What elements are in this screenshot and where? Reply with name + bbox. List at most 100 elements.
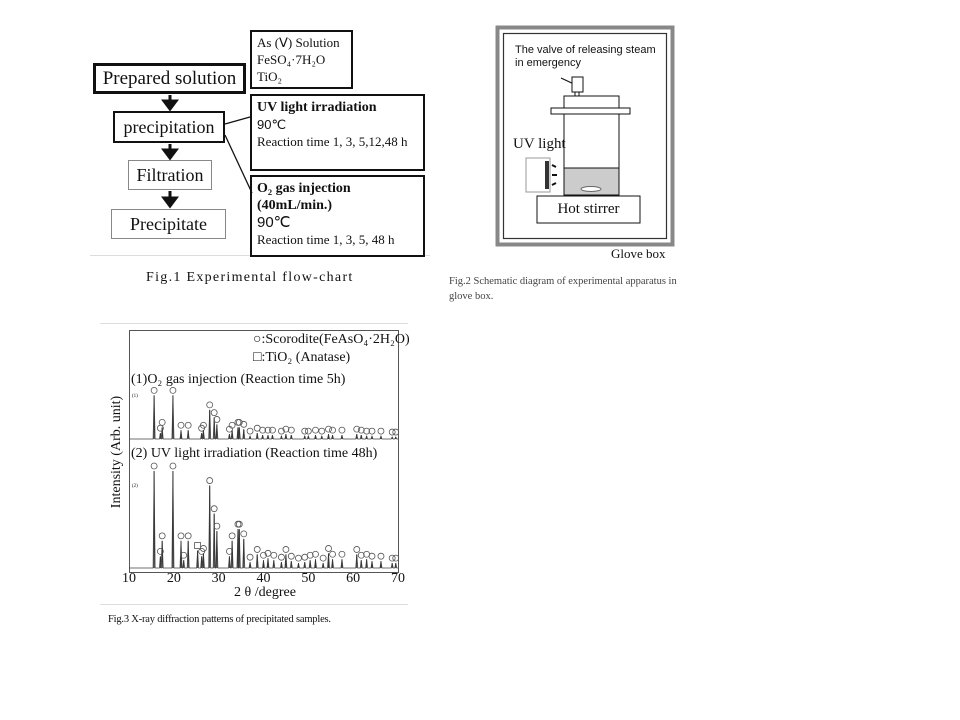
- scorodite-marker-icon: [329, 550, 336, 558]
- x-tick-label: 10: [122, 571, 136, 586]
- scorodite-marker-icon: [200, 421, 207, 429]
- glove-box-label: Glove box: [611, 246, 666, 261]
- scorodite-marker-icon: [269, 426, 276, 434]
- scorodite-marker-icon: [270, 551, 278, 559]
- scorodite-marker-icon: [287, 552, 295, 560]
- figure-1-caption: Fig.1 Experimental flow-chart: [146, 270, 354, 285]
- scorodite-marker-icon: [368, 552, 376, 560]
- plot-frame: [129, 330, 399, 573]
- series-2-tag: (2): [132, 484, 138, 489]
- scorodite-marker-icon: [264, 549, 272, 557]
- uv-temp: 90℃: [257, 117, 287, 132]
- scorodite-marker-icon: [282, 425, 290, 433]
- figure-3-bottom-rule: [100, 604, 408, 605]
- uv-condition-box: UV light irradiation 90℃ Reaction time 1…: [250, 94, 425, 171]
- scorodite-marker-icon: [377, 427, 385, 435]
- scorodite-marker-icon: [150, 462, 158, 470]
- scorodite-marker-icon: [304, 427, 312, 435]
- scorodite-marker-icon: [206, 477, 214, 484]
- scorodite-marker-icon: [282, 546, 290, 553]
- o2-title: O₂ gas injection: [257, 181, 351, 196]
- uv-lamp-icon: [545, 161, 549, 189]
- scorodite-marker-icon: [210, 505, 218, 513]
- glove-box-inner: [502, 32, 668, 240]
- scorodite-marker-icon: [259, 426, 267, 434]
- x-tick-label: 50: [301, 571, 316, 586]
- scorodite-marker-icon: [357, 426, 365, 434]
- solution-line: TiO₂: [257, 69, 283, 84]
- scorodite-marker-icon: [158, 532, 166, 540]
- filtration-box: Filtration: [128, 160, 212, 190]
- scorodite-marker-icon: [312, 550, 319, 558]
- scorodite-marker-icon: [235, 520, 243, 528]
- scorodite-marker-icon: [312, 426, 319, 434]
- scorodite-marker-icon: [156, 547, 164, 555]
- scorodite-marker-icon: [213, 416, 221, 423]
- solution-line: FeSO₄·7H₂O: [257, 52, 326, 67]
- scorodite-marker-icon: [210, 409, 218, 417]
- scorodite-marker-icon: [180, 551, 188, 559]
- hot-stirrer-label: Hot stirrer: [557, 201, 620, 217]
- scorodite-marker-icon: [363, 427, 371, 435]
- x-tick-label: 40: [256, 571, 271, 586]
- y-axis-label: Intensity (Arb. unit): [109, 395, 124, 509]
- scorodite-marker-icon: [200, 545, 207, 552]
- scorodite-marker-icon: [206, 401, 214, 409]
- scorodite-marker-icon: [325, 425, 332, 433]
- valve-label-line: The valve of releasing steam: [515, 44, 656, 56]
- scorodite-marker-icon: [184, 532, 192, 540]
- scorodite-marker-icon: [177, 532, 185, 540]
- scorodite-marker-icon: [392, 554, 400, 562]
- scorodite-marker-icon: [329, 426, 336, 434]
- figure-3-caption: Fig.3 X-ray diffraction patterns of prec…: [108, 614, 331, 625]
- scorodite-marker-icon: [388, 428, 396, 436]
- scorodite-marker-icon: [264, 426, 272, 434]
- caption-line: Fig.2 Schematic diagram of experimental …: [449, 276, 677, 287]
- stir-bar-icon: [580, 186, 602, 192]
- scorodite-marker-icon: [260, 551, 267, 559]
- vessel-flange: [550, 107, 631, 115]
- uv-light-label: UV light: [513, 136, 566, 152]
- scorodite-marker-icon: [278, 427, 285, 435]
- uv-rays-icon: [551, 164, 557, 186]
- legend-scorodite: ○:Scorodite(FeAsO₄·2H₂O): [253, 332, 410, 347]
- scorodite-marker-icon: [353, 425, 361, 433]
- x-tick-label: 60: [346, 571, 361, 586]
- hot-stirrer-box: [536, 195, 641, 224]
- precipitate-box: Precipitate: [111, 209, 226, 239]
- scorodite-marker-icon: [213, 522, 221, 530]
- scorodite-marker-icon: [368, 427, 376, 435]
- x-axis-label: 2 θ /degree: [234, 585, 296, 600]
- scorodite-marker-icon: [392, 428, 400, 436]
- scorodite-marker-icon: [228, 532, 236, 540]
- scorodite-marker-icon: [150, 386, 158, 394]
- scorodite-marker-icon: [240, 420, 248, 428]
- scorodite-marker-icon: [240, 530, 248, 538]
- scorodite-marker-icon: [377, 552, 385, 560]
- series-1-tag: (1): [132, 394, 138, 399]
- series-1-baseline: [129, 395, 398, 440]
- scorodite-marker-icon: [169, 386, 177, 394]
- scorodite-marker-icon: [338, 426, 346, 434]
- valve-label-line: in emergency: [515, 57, 582, 69]
- scorodite-marker-icon: [246, 427, 254, 435]
- o2-condition-box: O₂ gas injection (40mL/min.) 90℃ Reactio…: [250, 175, 425, 257]
- x-tick-label: 20: [166, 571, 181, 586]
- series-1-label: (1)O₂ gas injection (Reaction time 5h): [131, 372, 346, 387]
- solution-components-box: As (Ⅴ) Solution FeSO₄·7H₂O TiO₂: [250, 30, 353, 89]
- scorodite-marker-icon: [301, 427, 309, 435]
- o2-flow: (40mL/min.): [257, 198, 333, 213]
- uv-time: Reaction time 1, 3, 5,12,48 h: [257, 134, 408, 149]
- scorodite-marker-icon: [295, 554, 302, 562]
- scorodite-marker-icon: [234, 418, 242, 426]
- scorodite-marker-icon: [287, 426, 295, 434]
- series-2-baseline: [129, 470, 398, 569]
- scorodite-marker-icon: [184, 421, 192, 429]
- uv-title: UV light irradiation: [257, 100, 377, 115]
- scorodite-marker-icon: [338, 550, 346, 558]
- scorodite-marker-icon: [306, 551, 314, 559]
- scorodite-marker-icon: [325, 545, 332, 552]
- prepared-solution-box: Prepared solution: [93, 63, 246, 94]
- scorodite-marker-icon: [228, 421, 236, 429]
